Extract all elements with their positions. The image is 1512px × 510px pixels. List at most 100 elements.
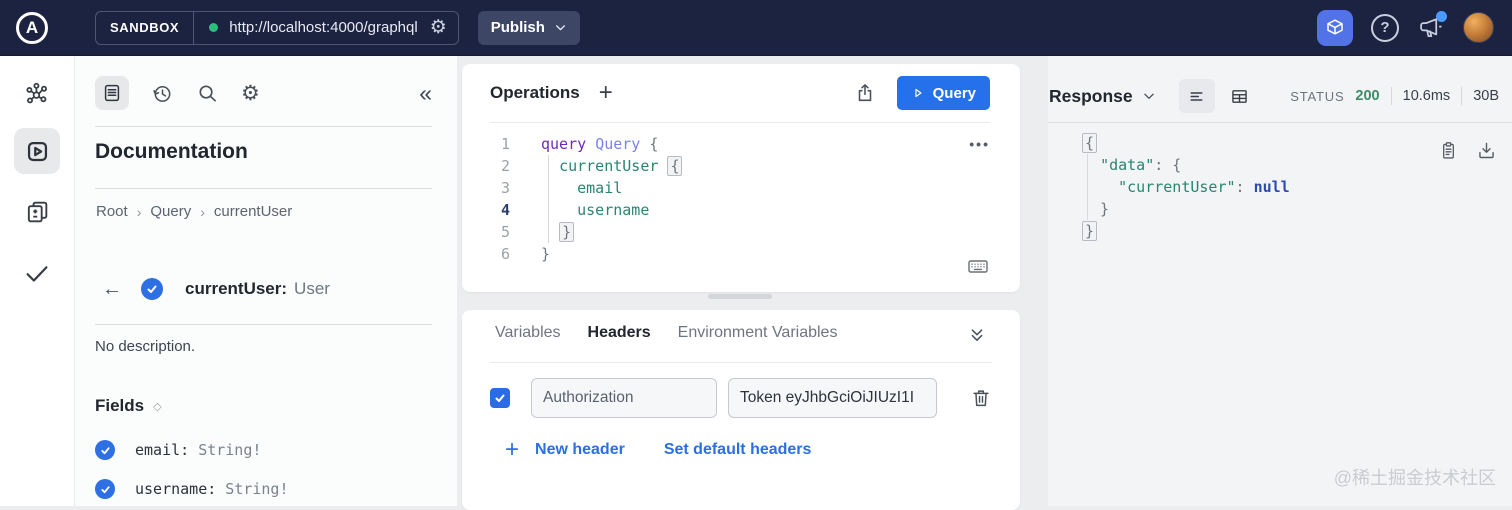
header-value-input[interactable] — [728, 378, 937, 418]
header-row — [490, 378, 992, 418]
view-table-button[interactable] — [1229, 86, 1250, 107]
connection-settings-gear-icon[interactable]: ⚙ — [429, 17, 447, 38]
collapse-section-icon[interactable] — [966, 326, 988, 348]
divider — [1461, 87, 1463, 105]
request-tabs: Variables Headers Environment Variables — [495, 324, 837, 342]
apollo-logo[interactable]: A — [16, 11, 48, 44]
breadcrumb-query[interactable]: Query — [150, 203, 192, 220]
response-json[interactable]: { "data": { "currentUser": null }} — [1082, 133, 1290, 241]
back-arrow-icon[interactable]: ← — [102, 278, 122, 300]
header-enabled-checkbox[interactable] — [490, 388, 510, 408]
field-type: String! — [198, 441, 262, 459]
help-button[interactable]: ? — [1371, 13, 1399, 42]
request-panel: Variables Headers Environment Variables … — [462, 310, 1020, 510]
response-panel: Response STATUS 200 10.6ms 30B — [1048, 56, 1512, 506]
chevron-down-icon — [555, 25, 565, 31]
tab-environment-variables[interactable]: Environment Variables — [677, 324, 838, 341]
response-duration: 10.6ms — [1402, 88, 1451, 104]
align-lines-icon — [1190, 91, 1203, 101]
response-actions — [1438, 140, 1497, 161]
sandbox-box-button[interactable] — [1317, 9, 1353, 46]
docs-settings-gear-icon[interactable]: ⚙ — [241, 81, 260, 105]
set-default-headers-link[interactable]: Set default headers — [663, 441, 812, 458]
tab-variables[interactable]: Variables — [495, 324, 561, 341]
share-button[interactable] — [854, 82, 876, 104]
changelog-icon — [27, 201, 48, 223]
editor-overflow-menu-icon[interactable]: ••• — [969, 136, 990, 152]
run-triangle-icon — [915, 88, 922, 98]
selected-field-row: ← currentUser: User — [102, 278, 330, 300]
tab-headers[interactable]: Headers — [587, 324, 651, 341]
header-key-input[interactable] — [531, 378, 717, 418]
view-raw-button-active[interactable] — [1178, 79, 1215, 113]
new-header-link[interactable]: New header — [535, 441, 625, 458]
run-query-button[interactable]: Query — [896, 76, 990, 110]
add-operation-icon[interactable]: + — [598, 79, 613, 106]
field-check-icon[interactable] — [95, 440, 115, 460]
fields-heading: Fields — [95, 396, 145, 415]
nav-checks[interactable] — [22, 258, 52, 288]
user-avatar[interactable] — [1463, 12, 1494, 43]
nav-rail — [0, 56, 75, 506]
panel-resize-handle[interactable] — [708, 294, 772, 299]
docs-title: Documentation — [95, 140, 248, 163]
field-row-email[interactable]: email:String! — [95, 440, 261, 460]
new-header-plus-icon[interactable]: + — [505, 436, 520, 463]
play-square-icon — [27, 141, 47, 161]
breadcrumb: Root › Query › currentUser — [96, 203, 292, 220]
field-check-icon[interactable] — [141, 278, 163, 300]
share-icon — [858, 84, 871, 102]
breadcrumb-currentuser[interactable]: currentUser — [213, 203, 293, 220]
response-size: 30B — [1473, 88, 1499, 104]
sort-diamond-icon[interactable]: ◇ — [153, 400, 162, 413]
response-stats: STATUS 200 10.6ms 30B — [1290, 87, 1499, 105]
field-signature: email:String! — [135, 441, 261, 459]
notification-dot — [1436, 10, 1447, 22]
breadcrumb-root[interactable]: Root — [96, 203, 128, 220]
megaphone-icon — [1420, 17, 1442, 37]
table-icon — [1231, 89, 1247, 103]
divider — [1048, 122, 1512, 123]
indent-guide — [548, 155, 549, 243]
document-icon — [104, 84, 120, 102]
response-dropdown-chevron-icon[interactable] — [1142, 89, 1156, 103]
docs-tab-active[interactable] — [95, 76, 129, 110]
endpoint-bar[interactable]: SANDBOX http://localhost:4000/graphql ⚙ — [95, 10, 459, 45]
breadcrumb-separator: › — [200, 203, 205, 220]
history-icon[interactable] — [151, 82, 174, 105]
connected-dot-icon — [209, 23, 219, 32]
divider — [490, 122, 990, 123]
field-row-username[interactable]: username: String! — [95, 479, 289, 499]
nav-explorer-tile — [14, 128, 60, 174]
nav-explorer-active[interactable] — [14, 128, 60, 174]
copy-response-button[interactable] — [1438, 140, 1459, 161]
watermark: @稀土掘金技术社区 — [1333, 468, 1496, 488]
graph-icon — [26, 82, 47, 104]
field-check-icon[interactable] — [95, 479, 115, 499]
response-title[interactable]: Response — [1049, 85, 1133, 106]
field-type: String! — [225, 480, 289, 498]
endpoint-url[interactable]: http://localhost:4000/graphql — [229, 19, 418, 36]
breadcrumb-separator: › — [136, 203, 142, 220]
field-name: username: — [135, 480, 217, 498]
checkmark-icon — [26, 266, 48, 282]
collapse-panel-icon[interactable]: « — [419, 79, 432, 106]
announcements-button[interactable] — [1417, 10, 1447, 42]
selected-field-type[interactable]: User — [294, 279, 330, 298]
operations-title: Operations — [490, 83, 580, 102]
download-icon — [1479, 142, 1494, 159]
download-response-button[interactable] — [1476, 140, 1497, 161]
nav-changelog[interactable] — [23, 198, 51, 226]
divider — [490, 362, 992, 363]
divider — [95, 324, 432, 325]
response-header: Response STATUS 200 10.6ms 30B — [1049, 78, 1499, 114]
keyboard-shortcuts-icon[interactable] — [966, 254, 990, 278]
publish-button[interactable]: Publish — [477, 10, 580, 45]
search-icon[interactable] — [196, 82, 219, 105]
clipboard-icon — [1443, 142, 1454, 159]
nav-schema-graph[interactable] — [23, 80, 51, 108]
header-actions: + New header Set default headers — [505, 438, 811, 462]
delete-header-button[interactable] — [970, 387, 992, 409]
